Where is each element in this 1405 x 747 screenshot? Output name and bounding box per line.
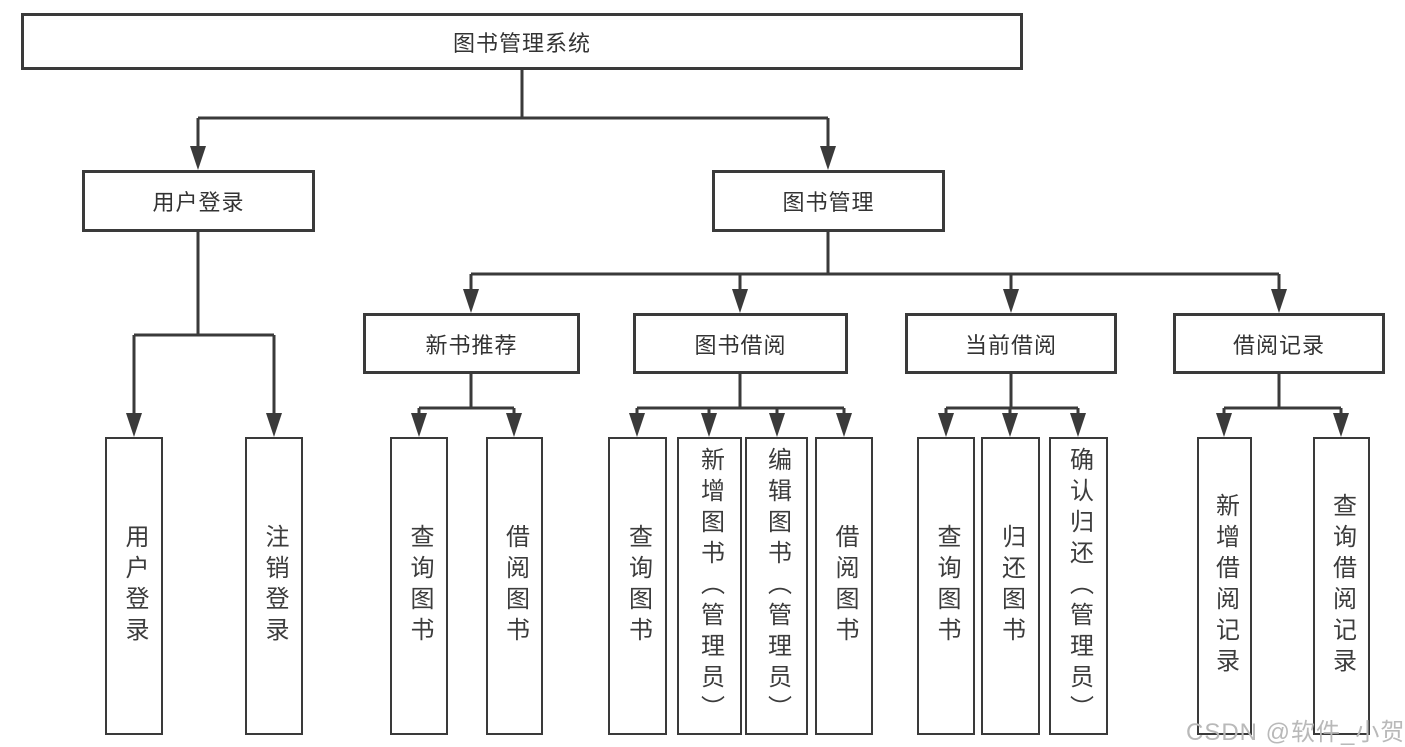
arrow-down-icon: [836, 413, 852, 437]
connector-currentborrow-to-leaves: [944, 374, 1080, 419]
arrow-down-icon: [1003, 289, 1019, 313]
leaf-recommend-query-book: 查询图书: [390, 437, 448, 735]
arrow-down-icon: [1271, 289, 1287, 313]
leaf-records-query-record: 查询借阅记录: [1313, 437, 1370, 735]
leaf-current-confirm-return-admin: 确认归还（管理员）: [1049, 437, 1108, 735]
leaf-label: 新增图书（管理员）: [696, 446, 724, 726]
leaf-recommend-borrow-book: 借阅图书: [486, 437, 543, 735]
arrow-down-icon: [1070, 413, 1086, 437]
leaf-borrowing-query-book: 查询图书: [608, 437, 667, 735]
arrow-down-icon: [266, 413, 282, 437]
connector-root-to-level2: [196, 70, 830, 152]
node-book-management: 图书管理: [712, 170, 945, 232]
leaf-label: 查询图书: [933, 524, 960, 648]
node-borrowing-records: 借阅记录: [1173, 313, 1385, 374]
leaf-current-return-book: 归还图书: [981, 437, 1040, 735]
leaf-label: 查询借阅记录: [1328, 493, 1356, 679]
node-current-borrowing: 当前借阅: [905, 313, 1117, 374]
leaf-label: 用户登录: [121, 524, 148, 648]
node-library-system: 图书管理系统: [21, 13, 1023, 70]
arrow-down-icon: [190, 146, 206, 170]
arrow-down-icon: [701, 413, 717, 437]
arrow-down-icon: [769, 413, 785, 437]
arrow-down-icon: [506, 413, 522, 437]
arrowheads: [126, 146, 1349, 437]
arrow-down-icon: [732, 289, 748, 313]
node-user-login-branch: 用户登录: [82, 170, 315, 232]
arrow-down-icon: [463, 289, 479, 313]
arrow-down-icon: [1216, 413, 1232, 437]
arrow-down-icon: [629, 413, 645, 437]
arrow-down-icon: [411, 413, 427, 437]
arrow-down-icon: [1333, 413, 1349, 437]
node-book-borrowing: 图书借阅: [633, 313, 848, 374]
leaf-label: 确认归还（管理员）: [1065, 446, 1093, 726]
arrow-down-icon: [1002, 413, 1018, 437]
arrow-down-icon: [126, 413, 142, 437]
leaf-label: 查询图书: [624, 524, 652, 648]
leaf-borrowing-borrow-book: 借阅图书: [815, 437, 873, 735]
leaf-current-query-book: 查询图书: [917, 437, 975, 735]
leaf-label: 新增借阅记录: [1211, 493, 1239, 679]
leaf-user-login: 用户登录: [105, 437, 163, 735]
leaf-label: 查询图书: [406, 524, 433, 648]
leaf-borrowing-add-book-admin: 新增图书（管理员）: [677, 437, 742, 735]
arrow-down-icon: [938, 413, 954, 437]
connector-bookborrow-to-leaves: [635, 374, 846, 419]
connector-newbookrec-to-leaves: [417, 374, 516, 419]
connector-userlogin-to-leaves: [132, 232, 276, 419]
leaf-label: 编辑图书（管理员）: [763, 446, 791, 726]
leaf-label: 借阅图书: [501, 524, 529, 648]
connector-borrowrecords-to-leaves: [1222, 374, 1343, 419]
node-new-book-recommend: 新书推荐: [363, 313, 580, 374]
leaf-label: 归还图书: [997, 524, 1025, 648]
leaf-logout: 注销登录: [245, 437, 303, 735]
leaf-records-add-record: 新增借阅记录: [1197, 437, 1252, 735]
leaf-borrowing-edit-book-admin: 编辑图书（管理员）: [745, 437, 808, 735]
arrow-down-icon: [820, 146, 836, 170]
connector-bookmgmt-to-level3: [469, 232, 1281, 295]
csdn-watermark: CSDN @软件_小贺同学: [1186, 719, 1405, 746]
leaf-label: 注销登录: [261, 524, 288, 648]
leaf-label: 借阅图书: [831, 524, 858, 648]
